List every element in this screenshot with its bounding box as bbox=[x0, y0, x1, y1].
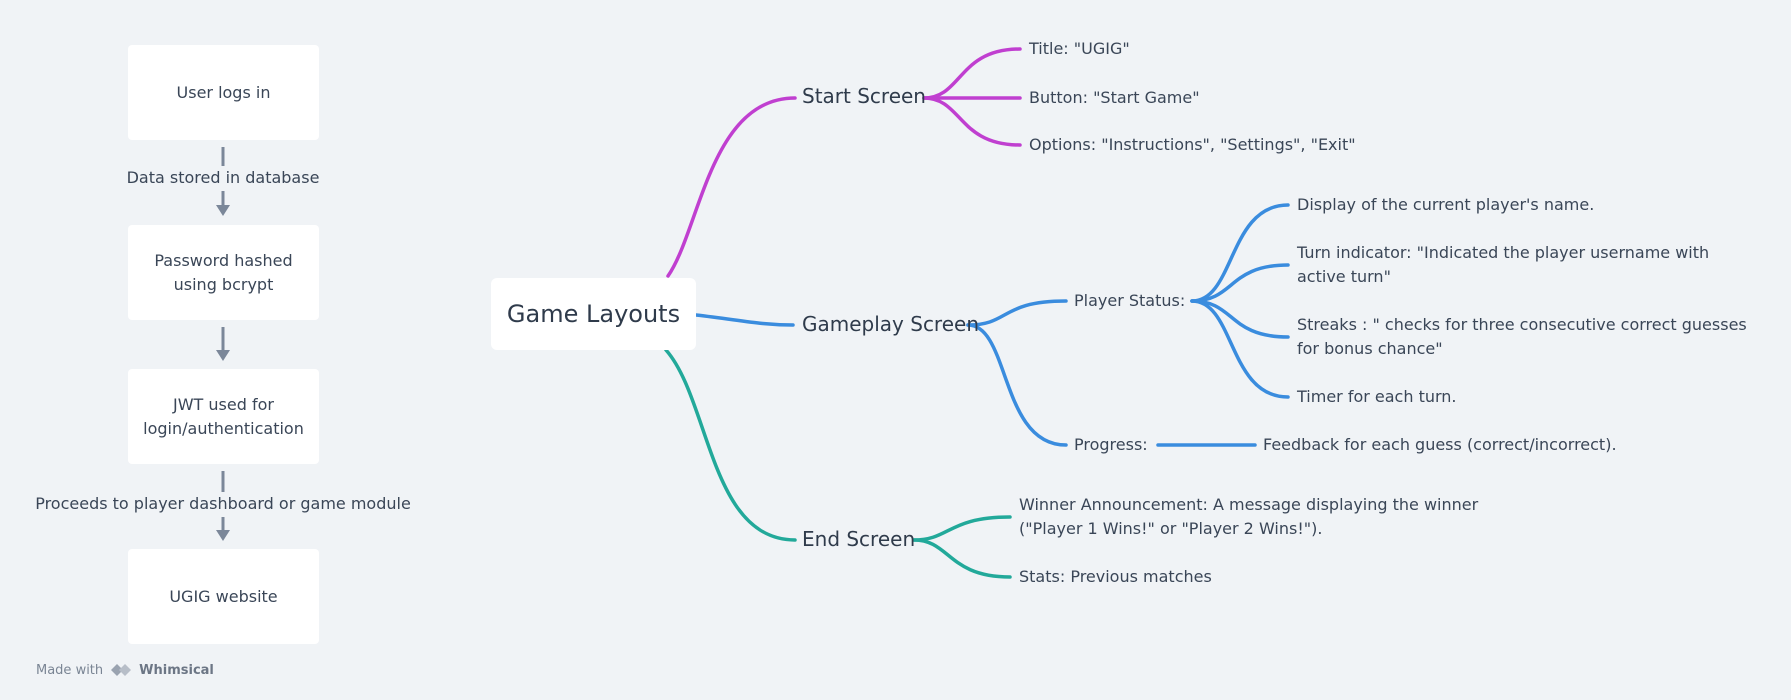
flow-step-user-logs-in: User logs in bbox=[128, 45, 319, 140]
node-progress: Progress: bbox=[1074, 435, 1148, 454]
leaf-streaks: Streaks : " checks for three consecutive… bbox=[1297, 315, 1747, 358]
end-branch-lines bbox=[664, 348, 1012, 579]
leaf-stats: Stats: Previous matches bbox=[1019, 567, 1212, 586]
flow-step-label: Password hashed using bcrypt bbox=[154, 250, 293, 294]
leaf-winner-announcement: Winner Announcement: A message displayin… bbox=[1019, 495, 1479, 538]
branch-start-screen: Start Screen bbox=[802, 84, 926, 108]
flow-arrow-head-2 bbox=[216, 350, 230, 361]
leaf-start-options: Options: "Instructions", "Settings", "Ex… bbox=[1029, 135, 1356, 154]
branch-gameplay-screen: Gameplay Screen bbox=[802, 312, 980, 336]
flow-step-jwt: JWT used for login/authentication bbox=[128, 369, 319, 464]
flow-arrows bbox=[216, 147, 230, 541]
made-with-footer: Made with Whimsical bbox=[36, 662, 214, 678]
leaf-start-button: Button: "Start Game" bbox=[1029, 88, 1200, 107]
whimsical-logo: Whimsical bbox=[109, 662, 214, 678]
made-with-text: Made with bbox=[36, 662, 104, 678]
flow-step-label: User logs in bbox=[176, 82, 271, 102]
leaf-start-title: Title: "UGIG" bbox=[1029, 39, 1130, 58]
flow-step-ugig-website: UGIG website bbox=[128, 549, 319, 644]
flow-step-label: JWT used for login/authentication bbox=[143, 394, 304, 438]
branch-end-screen: End Screen bbox=[802, 527, 916, 551]
flow-step-label: UGIG website bbox=[169, 586, 278, 606]
leaf-player-name: Display of the current player's name. bbox=[1297, 195, 1595, 214]
gameplay-branch-lines bbox=[694, 203, 1290, 447]
whimsical-brand: Whimsical bbox=[139, 662, 214, 678]
flow-arrow-head-1 bbox=[216, 205, 230, 216]
flow-label-proceeds: Proceeds to player dashboard or game mod… bbox=[35, 494, 411, 513]
node-player-status: Player Status: bbox=[1074, 291, 1186, 310]
mindmap-root-label: Game Layouts bbox=[506, 300, 681, 328]
flow-step-password-hashed: Password hashed using bcrypt bbox=[128, 225, 319, 320]
leaf-turn-indicator: Turn indicator: "Indicated the player us… bbox=[1297, 243, 1710, 286]
leaf-timer: Timer for each turn. bbox=[1297, 387, 1457, 406]
start-branch-lines bbox=[666, 47, 1022, 278]
whimsical-logo-icon bbox=[111, 664, 132, 676]
leaf-feedback: Feedback for each guess (correct/incorre… bbox=[1263, 435, 1617, 454]
mindmap-root: Game Layouts bbox=[491, 278, 696, 350]
flow-arrow-head-3 bbox=[216, 530, 230, 541]
flow-label-data-stored: Data stored in database bbox=[126, 168, 320, 187]
